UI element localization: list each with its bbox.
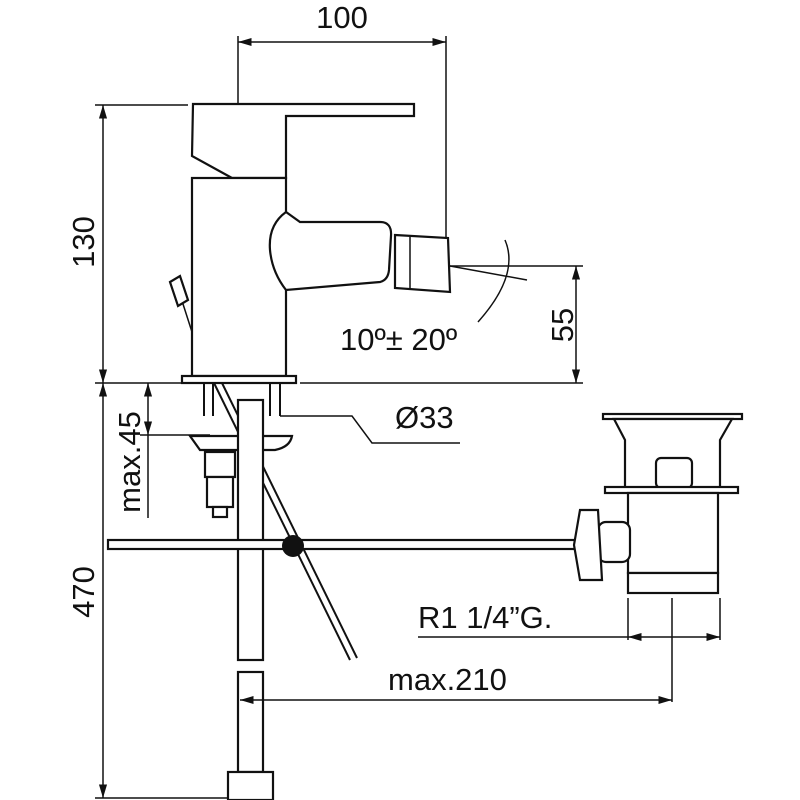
dimension-max210-label: max.210 [388, 662, 507, 697]
thread-label: R1 1/4”G. [418, 600, 552, 635]
diameter-label: Ø33 [395, 400, 454, 435]
dimension-max45 [140, 383, 210, 518]
dimension-max45-label: max.45 [112, 411, 147, 513]
diameter-leader [280, 415, 460, 444]
spout-angle-label: 10º± 20º [340, 322, 457, 357]
dimension-130-label: 130 [66, 216, 101, 268]
dimension-55-label: 55 [545, 308, 580, 342]
dimension-470-label: 470 [66, 566, 101, 618]
dimension-55 [300, 239, 583, 384]
dimension-100 [237, 36, 447, 250]
dimension-130-470 [95, 104, 240, 799]
dimension-thread [418, 598, 721, 702]
rod-knob-icon [282, 535, 304, 557]
dimension-100-label: 100 [316, 0, 368, 35]
drain-assembly [572, 412, 744, 595]
mixer-body [168, 102, 452, 385]
under-counter-assembly [106, 382, 580, 800]
